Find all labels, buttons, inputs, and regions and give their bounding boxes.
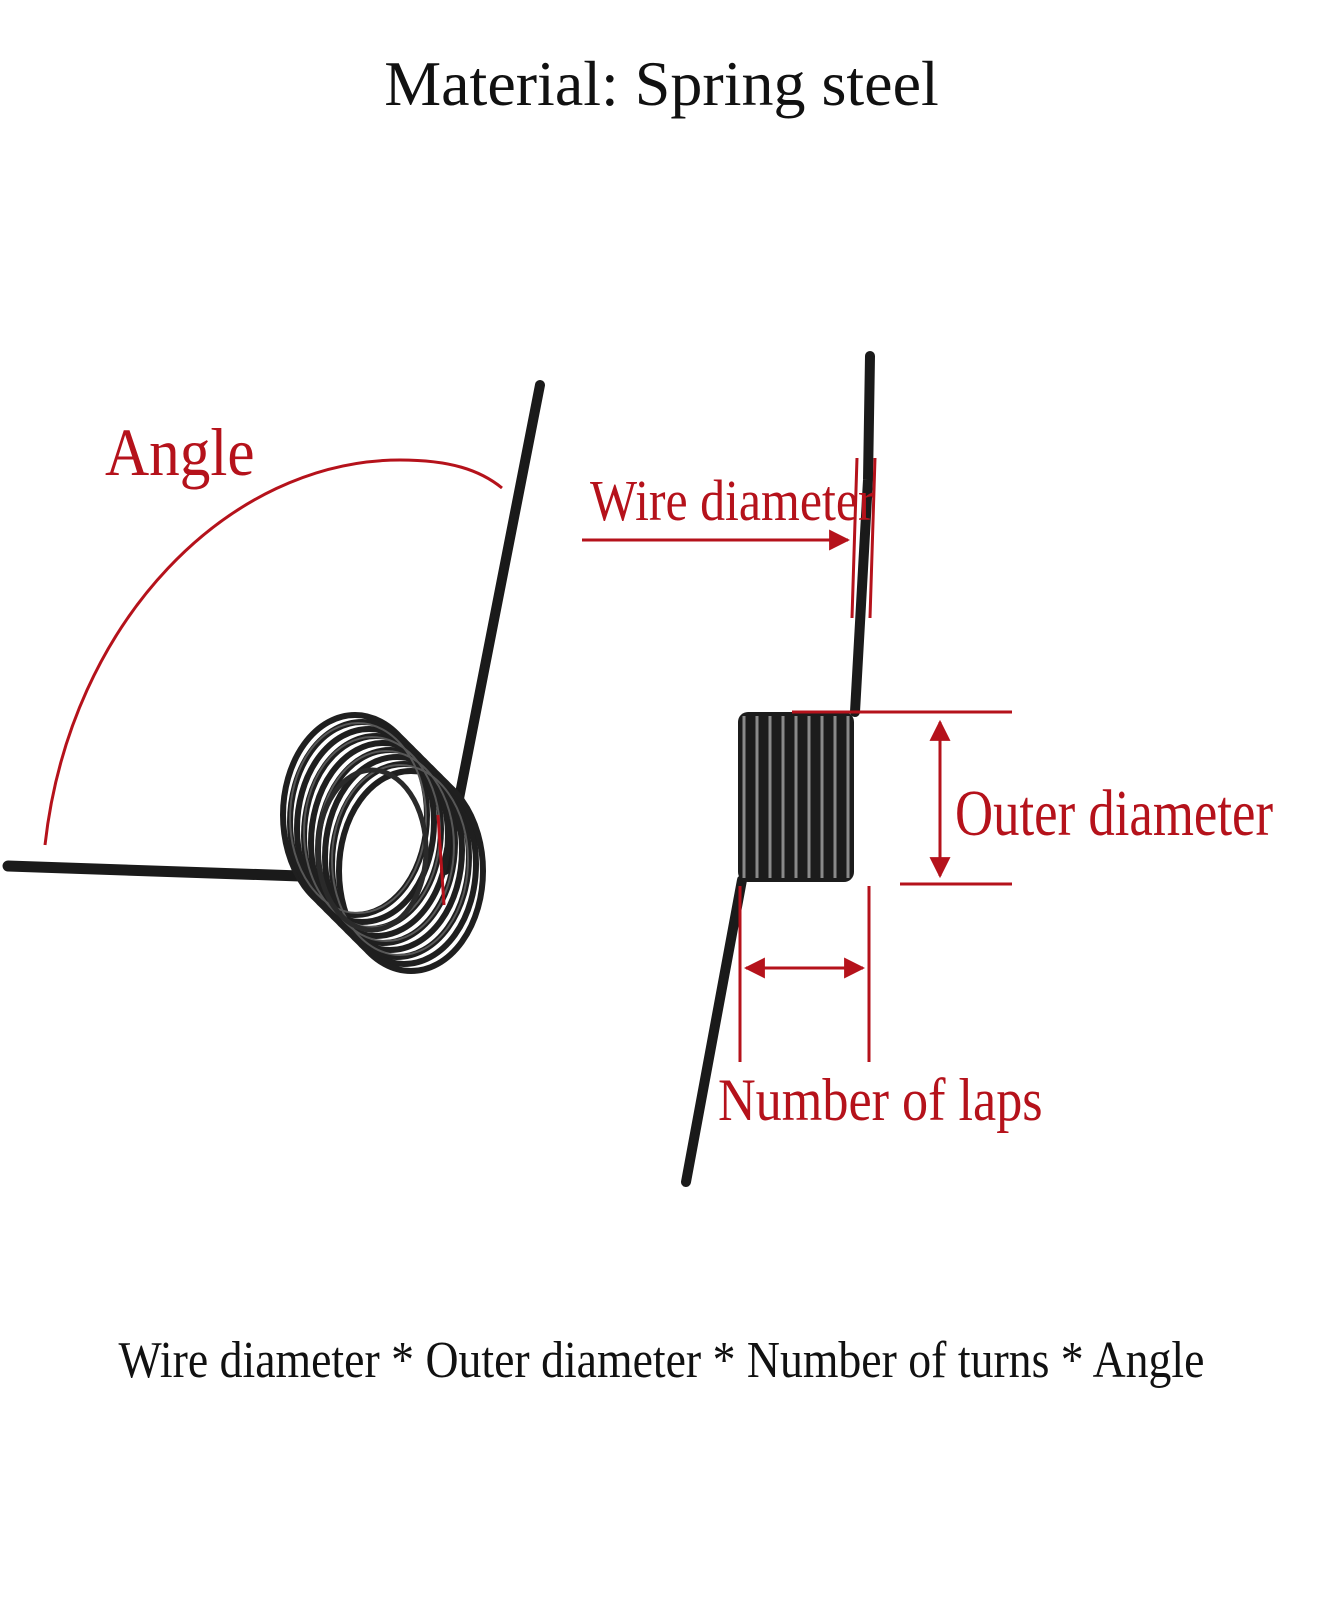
wire-diameter-annotation	[582, 457, 877, 619]
left-spring-coil	[280, 712, 486, 974]
right-spring	[681, 351, 875, 1187]
left-spring-horizontal-leg	[2, 860, 306, 882]
angle-arc	[43, 458, 503, 846]
left-spring-coil-opening	[315, 767, 429, 933]
outer-diameter-annotation	[792, 710, 1012, 886]
right-spring-upper-leg	[850, 351, 875, 717]
left-spring	[2, 380, 545, 974]
specification-formula: Wire diameter * Outer diameter * Number …	[118, 1332, 1205, 1389]
angle-label: Angle	[105, 414, 255, 490]
right-spring-coil-turns	[742, 716, 850, 878]
number-of-laps-annotation	[738, 886, 871, 1062]
outer-diameter-label: Outer diameter	[955, 776, 1273, 849]
left-spring-vertical-leg	[440, 380, 545, 875]
page-title: Material: Spring steel	[384, 48, 939, 119]
number-of-laps-label: Number of laps	[718, 1068, 1043, 1134]
right-spring-lower-leg	[681, 875, 747, 1187]
wire-diameter-label: Wire diameter	[590, 469, 875, 533]
